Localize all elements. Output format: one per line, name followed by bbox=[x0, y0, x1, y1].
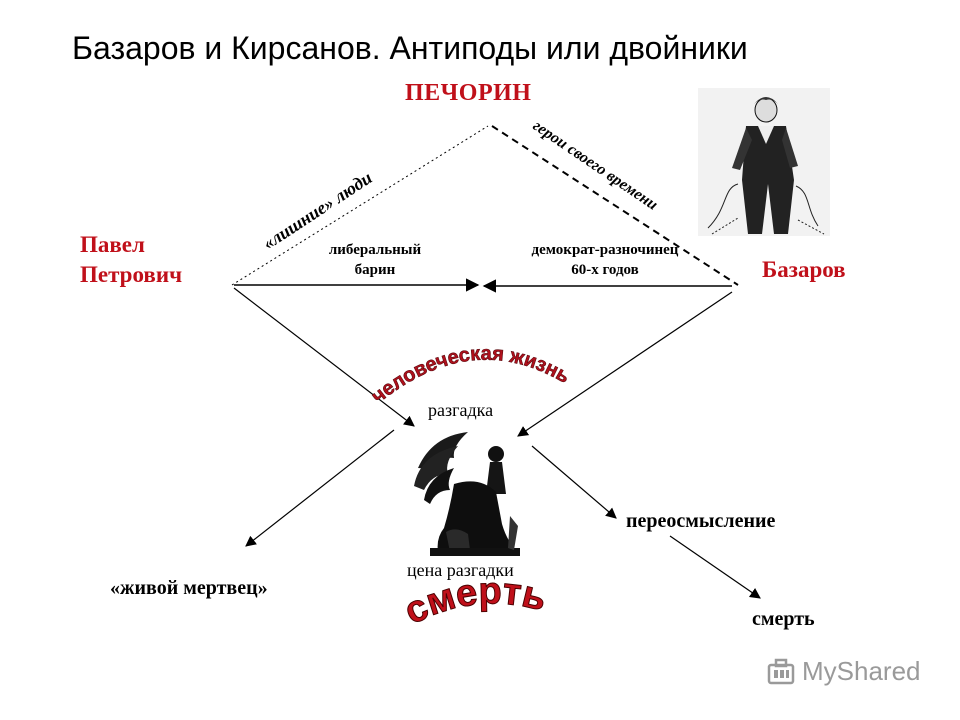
arrow-to-zhivoy-mertvec bbox=[245, 429, 395, 547]
myshared-watermark: MyShared bbox=[766, 656, 921, 687]
myshared-logo-icon bbox=[767, 658, 795, 684]
label-lishnie-lyudi-path: «лишние» люди bbox=[259, 167, 375, 253]
arrow-bazarov-to-sphinx bbox=[517, 291, 733, 437]
label-liberal-line1: либеральный bbox=[328, 242, 422, 258]
line-right-to-top bbox=[491, 125, 739, 286]
arrow-to-smert bbox=[669, 535, 761, 599]
node-pavel-line1: Павел bbox=[80, 232, 145, 257]
label-democrat-line2: 60-х годов bbox=[571, 262, 639, 278]
arrow-to-pereosmyslenie bbox=[531, 445, 617, 519]
arc-text-path: человеческая жизнь bbox=[367, 342, 574, 408]
arrow-pavel-to-sphinx bbox=[233, 287, 415, 427]
slide-title: Базаров и Кирсанов. Антиподы или двойник… bbox=[72, 30, 748, 66]
line-left-to-top bbox=[231, 125, 489, 286]
outcome-zhivoy-mertvec: «живой мертвец» bbox=[110, 577, 268, 599]
watermark-text: MyShared bbox=[802, 656, 921, 686]
sphinx-image bbox=[414, 432, 520, 556]
portrait-image bbox=[698, 88, 830, 236]
label-geroi-vremeni-path: герои своего времени bbox=[530, 117, 661, 214]
node-pavel-line2: Петрович bbox=[80, 262, 183, 287]
label-razgadka: разгадка bbox=[428, 400, 494, 420]
label-democrat: демократ-разночинец 60-х годов bbox=[505, 240, 705, 280]
label-liberal-barin: либеральный барин bbox=[300, 240, 450, 280]
arc-chelovecheskaya-zhizn: человеческая жизнь bbox=[368, 343, 574, 408]
label-lishnie-lyudi: «лишние» люди bbox=[259, 167, 375, 253]
node-pavel-petrovich: Павел Петрович bbox=[80, 230, 182, 290]
node-pechorin: ПЕЧОРИН bbox=[405, 80, 532, 106]
label-cena-razgadki: цена разгадки bbox=[407, 560, 514, 580]
outcome-smert: смерть bbox=[752, 608, 815, 630]
label-geroi-vremeni: герои своего времени bbox=[530, 117, 661, 214]
node-bazarov: Базаров bbox=[762, 257, 846, 282]
outcome-pereosmyslenie: переосмысление bbox=[626, 510, 776, 532]
label-liberal-line2: барин bbox=[354, 262, 396, 278]
label-democrat-line1: демократ-разночинец bbox=[531, 242, 679, 258]
